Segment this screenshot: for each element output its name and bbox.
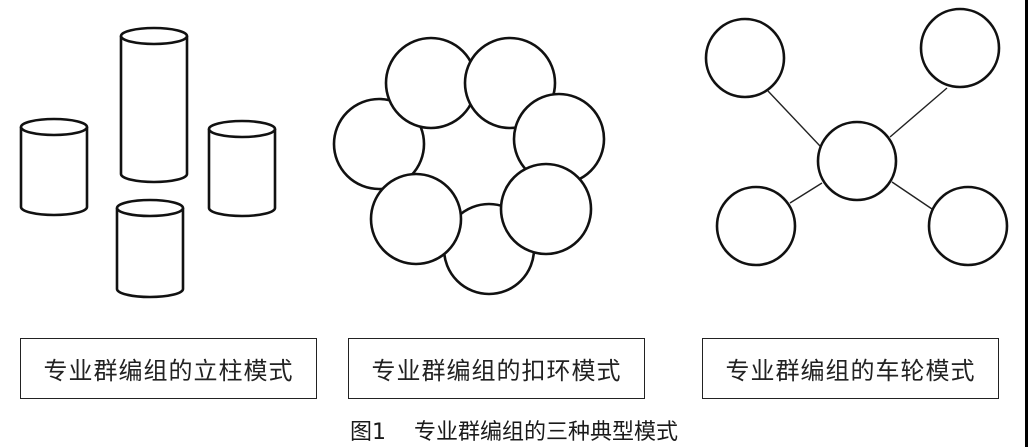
spoke-bottom-left (789, 182, 823, 204)
buckle-mode-diagram (332, 36, 606, 296)
wheel-mode-label: 专业群编组的车轮模式 (725, 357, 976, 385)
cylinder-left (19, 117, 89, 217)
wheel-circle-bottom-left (715, 185, 797, 267)
wheel-mode-diagram (704, 7, 1009, 267)
ring-circle-lower-left (369, 172, 463, 266)
right-edge-border (1025, 0, 1028, 447)
figure-caption: 图1 专业群编组的三种典型模式 (350, 420, 678, 445)
pillar-mode-diagram (19, 26, 277, 299)
wheel-mode-label-box: 专业群编组的车轮模式 (702, 338, 999, 399)
buckle-mode-label-box: 专业群编组的扣环模式 (348, 338, 645, 399)
cylinder-tall-center (119, 26, 189, 184)
ring-circle-left (332, 97, 426, 191)
wheel-hub-circle (816, 120, 898, 202)
wheel-circle-top-right (919, 7, 1001, 89)
cylinder-right (207, 119, 277, 218)
wheel-circle-bottom-right (927, 185, 1009, 267)
ring-circle-lower-right (499, 162, 593, 256)
pillar-mode-label: 专业群编组的立柱模式 (43, 357, 294, 385)
spoke-top-right (889, 87, 948, 138)
pillar-mode-label-box: 专业群编组的立柱模式 (20, 338, 317, 399)
spoke-bottom-right (891, 181, 933, 210)
ring-circle-top-left (384, 36, 478, 130)
wheel-circle-top-left (704, 17, 786, 99)
spoke-top-left (767, 90, 821, 147)
cylinder-bottom-center (115, 198, 185, 299)
buckle-mode-label: 专业群编组的扣环模式 (371, 357, 622, 385)
